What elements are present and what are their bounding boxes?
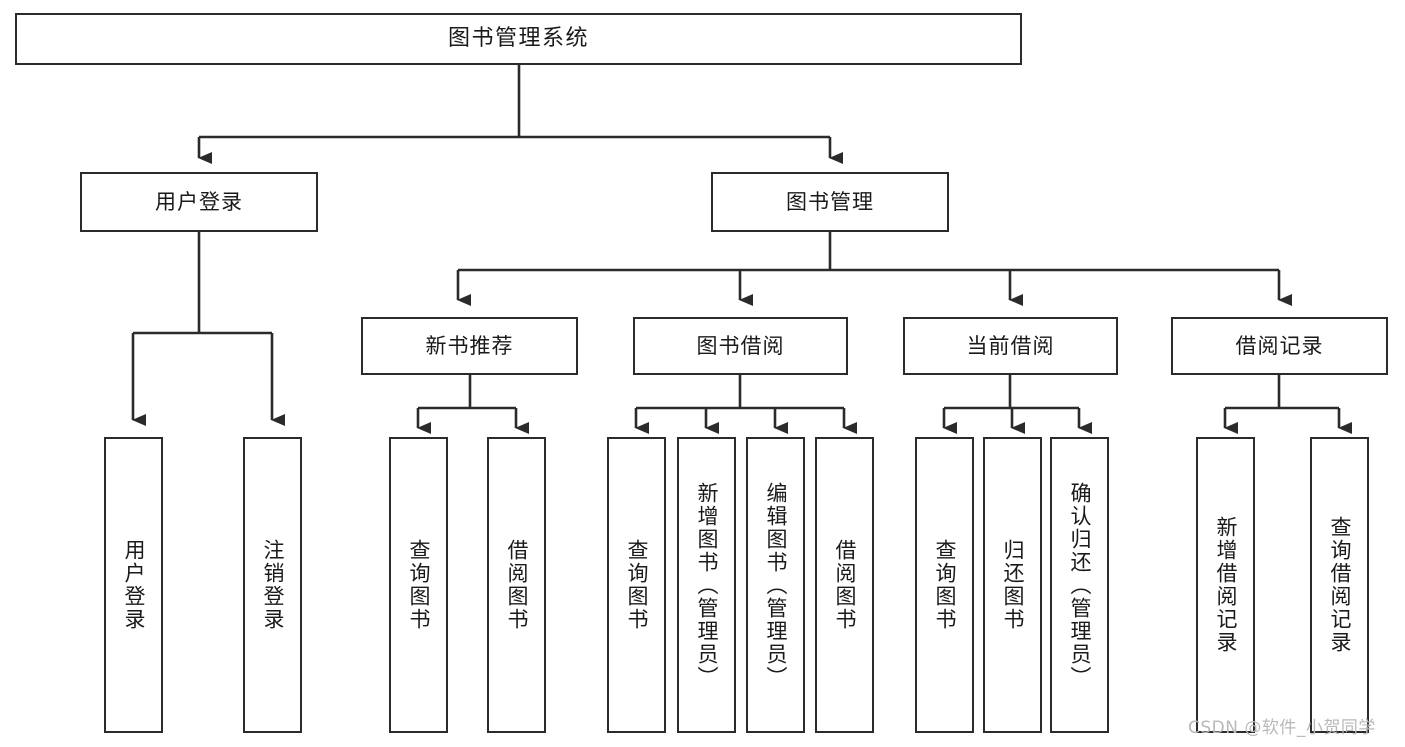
node-label: 新增借阅记录 [1214,516,1238,654]
node-book-management[interactable]: 图书管理 [711,172,949,232]
node-leaf-query-book-current[interactable]: 查询图书 [915,437,974,733]
node-label: 查询借阅记录 [1328,516,1352,654]
node-label: 用户登录 [122,539,146,631]
node-leaf-add-borrow-record[interactable]: 新增借阅记录 [1196,437,1255,733]
node-label: 查询图书 [933,539,957,631]
node-label: 确认归还（管理员） [1068,481,1092,689]
node-label: 图书借阅 [696,333,785,358]
node-leaf-return-book[interactable]: 归还图书 [983,437,1042,733]
node-label: 新增图书（管理员） [695,481,719,689]
node-leaf-confirm-return-admin[interactable]: 确认归还（管理员） [1050,437,1109,733]
watermark-text: CSDN @软件_小贺同学 [1188,718,1376,738]
node-leaf-borrow-book[interactable]: 借阅图书 [815,437,874,733]
node-label: 图书管理 [786,189,874,214]
node-label: 查询图书 [407,539,431,631]
node-leaf-borrow-book-recommend[interactable]: 借阅图书 [487,437,546,733]
node-leaf-add-book-admin[interactable]: 新增图书（管理员） [677,437,736,733]
node-label: 借阅图书 [833,539,857,631]
node-leaf-user-login[interactable]: 用户登录 [104,437,163,733]
node-label: 新书推荐 [425,333,514,358]
node-label: 用户登录 [155,189,243,214]
node-label: 注销登录 [261,539,285,631]
node-label: 图书管理系统 [447,26,589,52]
node-label: 归还图书 [1001,539,1025,631]
node-leaf-edit-book-admin[interactable]: 编辑图书（管理员） [746,437,805,733]
node-label: 当前借阅 [966,333,1055,358]
node-label: 查询图书 [625,539,649,631]
node-leaf-logout[interactable]: 注销登录 [243,437,302,733]
node-book-borrow[interactable]: 图书借阅 [633,317,848,375]
node-new-book-recommend[interactable]: 新书推荐 [361,317,578,375]
node-label: 借阅图书 [505,539,529,631]
node-current-borrow[interactable]: 当前借阅 [903,317,1118,375]
node-label: 借阅记录 [1235,333,1324,358]
node-borrow-record[interactable]: 借阅记录 [1171,317,1388,375]
node-leaf-query-borrow-record[interactable]: 查询借阅记录 [1310,437,1369,733]
node-leaf-query-book-borrow[interactable]: 查询图书 [607,437,666,733]
node-user-login[interactable]: 用户登录 [80,172,318,232]
node-book-management-system[interactable]: 图书管理系统 [15,13,1022,65]
node-label: 编辑图书（管理员） [764,481,788,689]
node-leaf-query-book-recommend[interactable]: 查询图书 [389,437,448,733]
